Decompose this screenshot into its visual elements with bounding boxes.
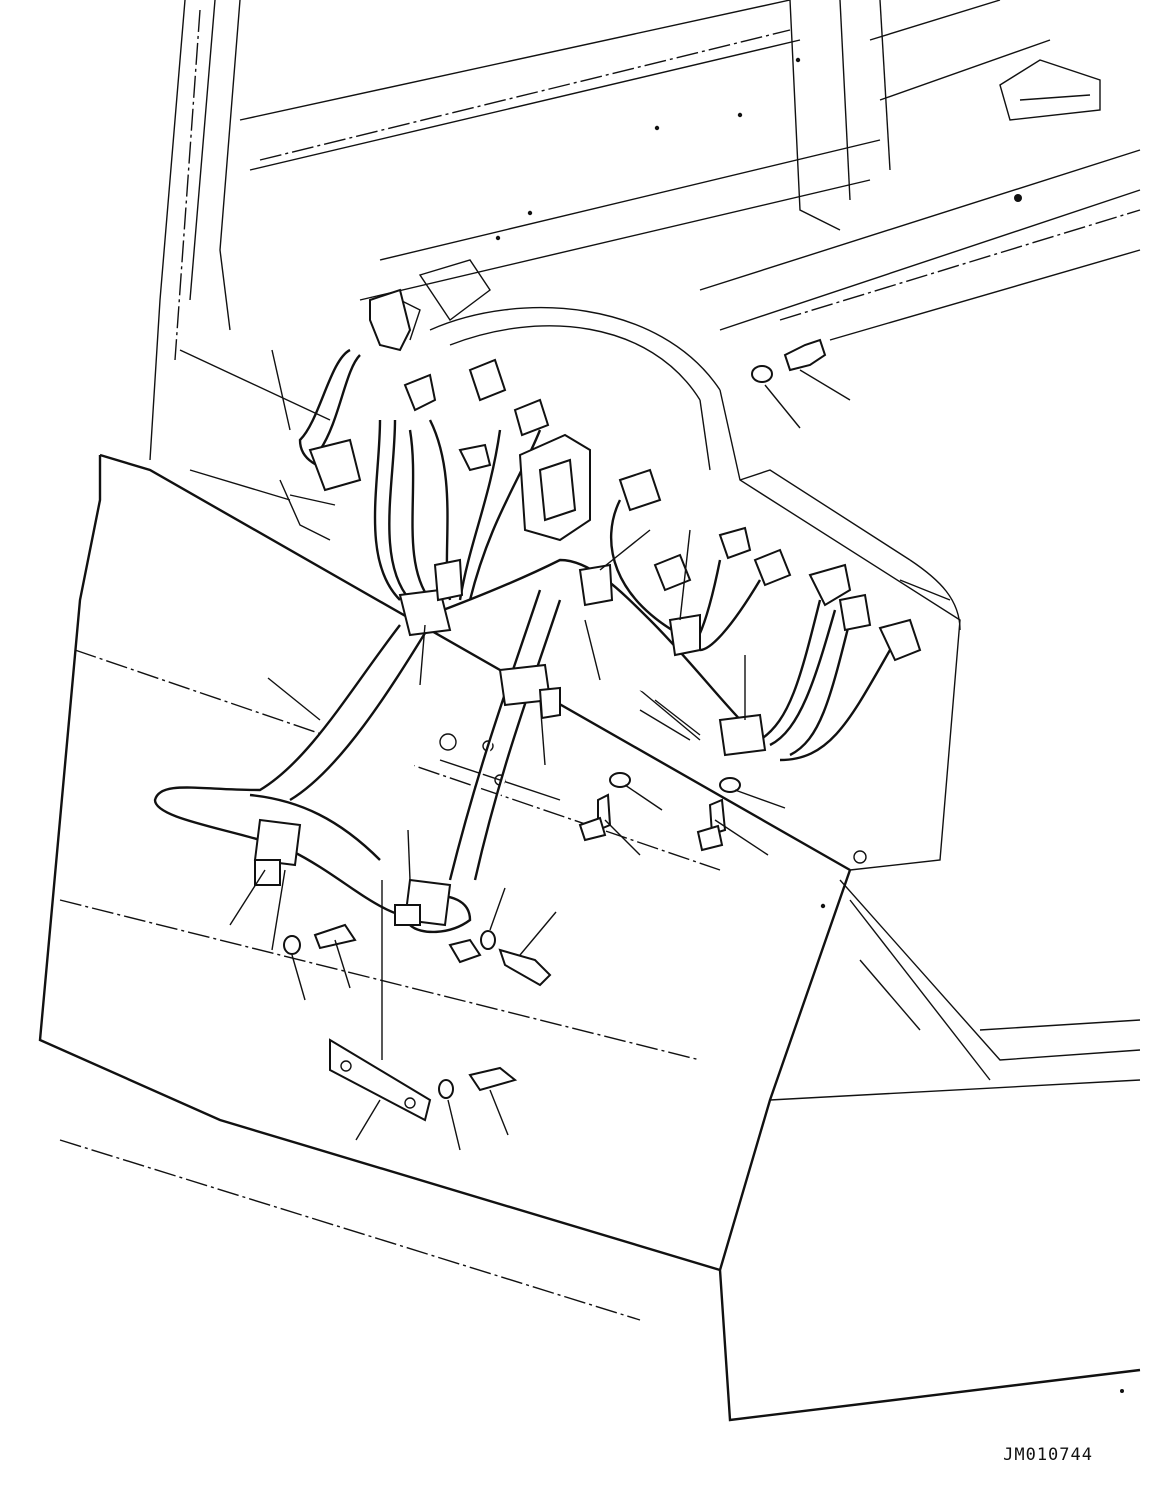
console-housing bbox=[179, 306, 961, 871]
clamps bbox=[253, 558, 767, 1122]
fixing-dots bbox=[495, 57, 1124, 1393]
drawing-code: JM010744 bbox=[1003, 1445, 1093, 1465]
connectors bbox=[308, 288, 922, 662]
cab-frame bbox=[149, 0, 1141, 461]
leader-lines bbox=[229, 349, 851, 1151]
